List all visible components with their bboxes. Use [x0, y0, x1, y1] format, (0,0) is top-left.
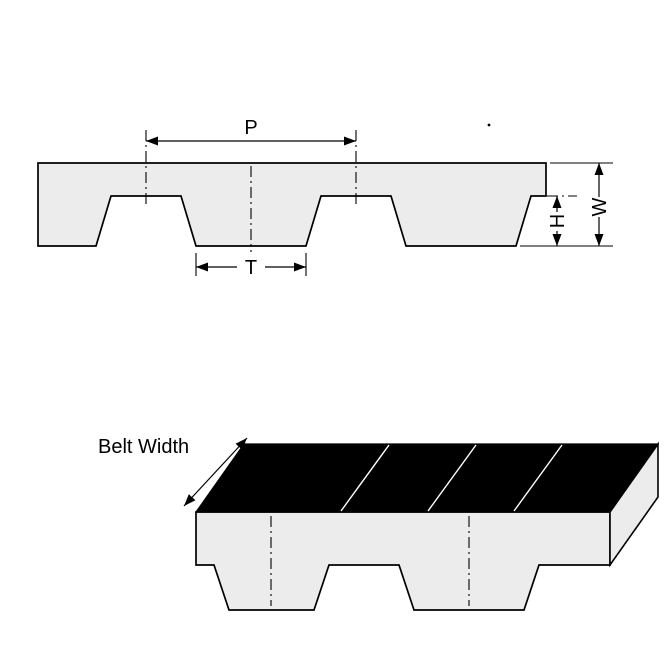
- pitch-label: P: [244, 117, 257, 139]
- belt-width-arrow: [183, 437, 248, 507]
- dimension-pitch: P: [146, 117, 356, 146]
- isometric-view: Belt Width: [98, 436, 660, 611]
- belt-width-label: Belt Width: [98, 436, 189, 458]
- tooth-width-label: T: [245, 257, 257, 279]
- belt-cross-section-outline: [37, 162, 547, 247]
- top-face-division-line: [340, 444, 390, 512]
- dimension-belt-width: Belt Width: [98, 436, 248, 507]
- dimension-tooth-height: H: [547, 196, 569, 246]
- belt-front-face: [195, 511, 611, 611]
- overall-thickness-label-mask: [590, 197, 608, 217]
- speck: [487, 123, 491, 127]
- tooth-height-label-mask: [548, 212, 566, 231]
- tooth-height-label: H: [547, 214, 569, 228]
- belt-top-face: [194, 443, 660, 513]
- dimension-tooth-width: T: [195, 253, 307, 279]
- cross-section-view: P T H: [37, 117, 613, 279]
- top-face-division-line: [427, 444, 477, 512]
- dimension-overall-thickness: W: [589, 163, 611, 246]
- overall-thickness-label: W: [589, 197, 611, 216]
- top-face-division-line: [513, 444, 563, 512]
